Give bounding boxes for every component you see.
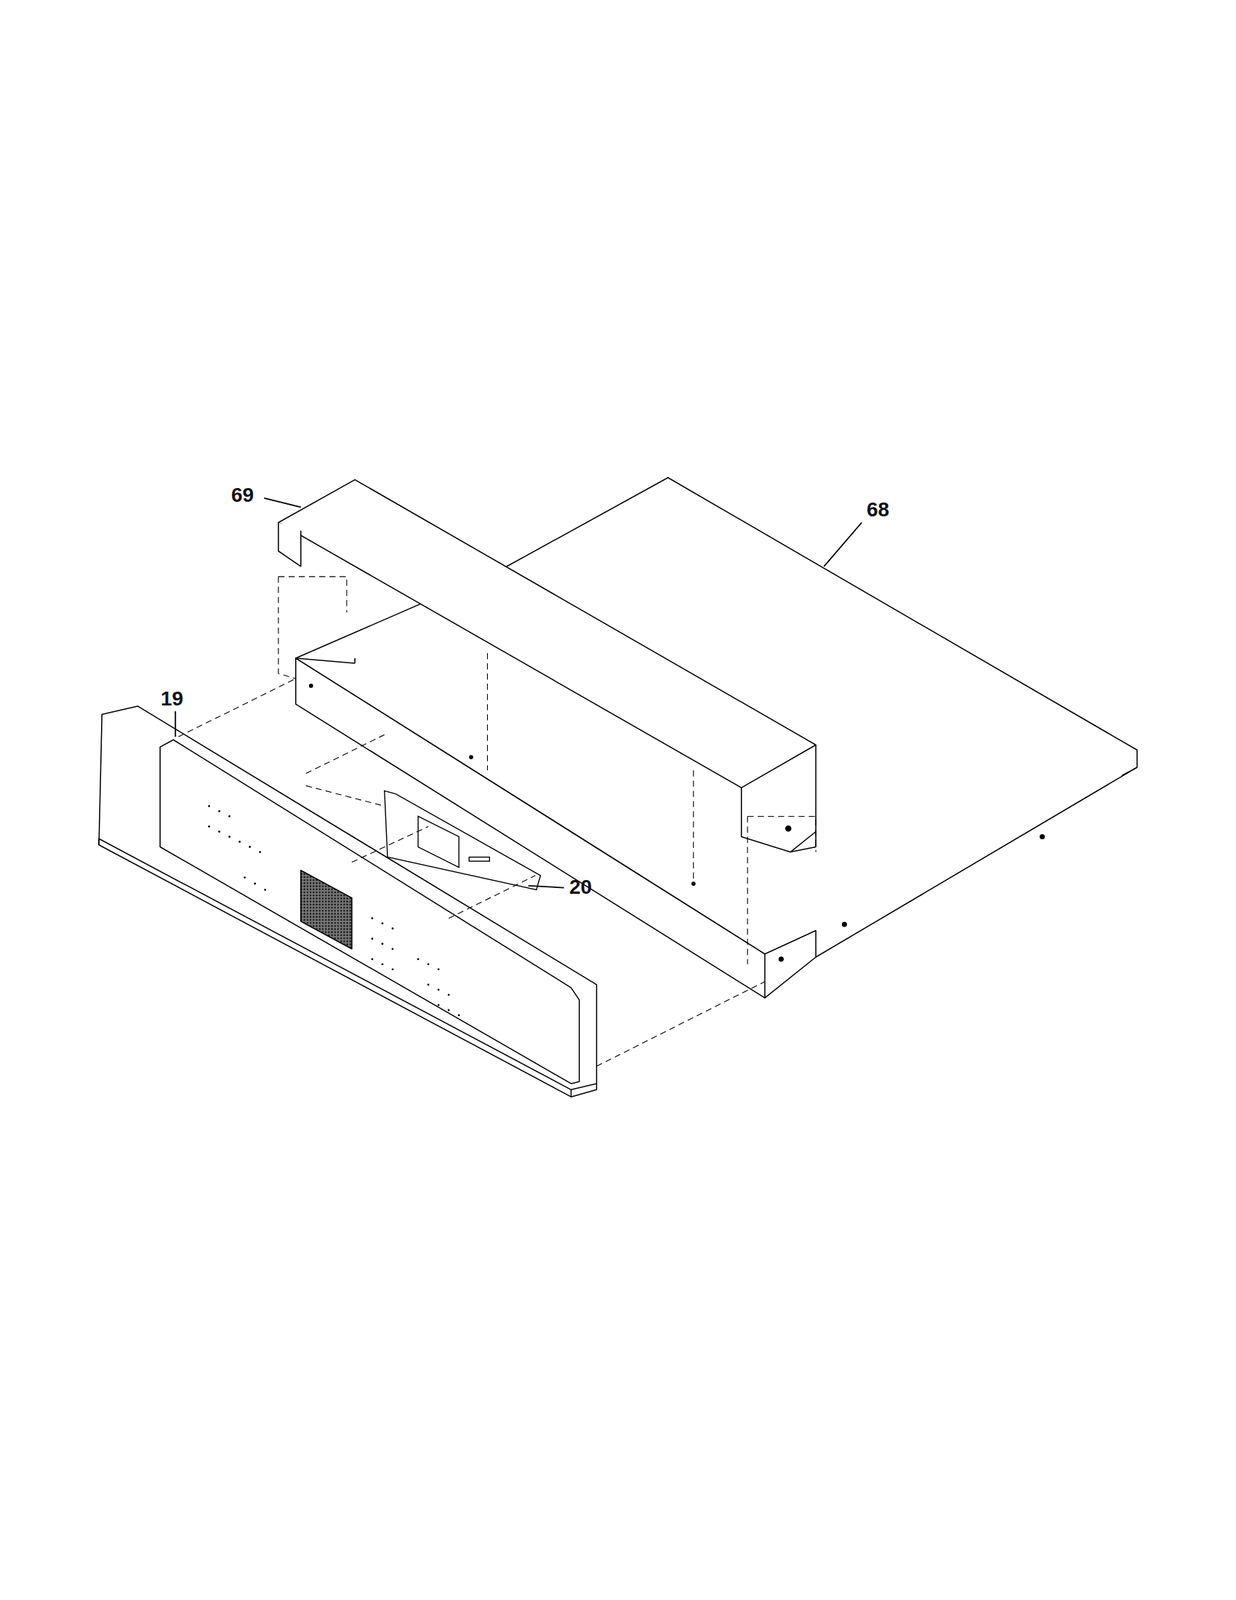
display-window — [301, 870, 352, 949]
callout-number: 19 — [160, 688, 184, 709]
control-board — [384, 790, 541, 890]
control-panel — [98, 705, 597, 1097]
leader-lines — [175, 498, 862, 888]
callout-number: 69 — [231, 484, 254, 506]
callout-number: 68 — [866, 499, 890, 520]
button-marks — [207, 804, 460, 1016]
shroud — [278, 479, 816, 853]
callout-number: 20 — [569, 876, 592, 898]
